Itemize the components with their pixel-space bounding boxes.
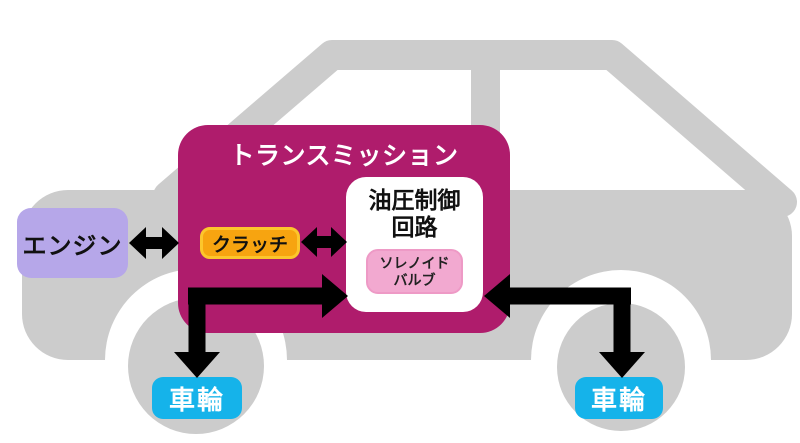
hydraulic-circuit-label-line1: 油圧制御 xyxy=(368,187,461,213)
engine-label: エンジン xyxy=(22,232,123,260)
hydraulic-circuit-box: 油圧制御 回路 ソレノイド バルブ xyxy=(346,177,483,312)
rear-wheel-label: 車輪 xyxy=(590,384,647,415)
solenoid-valve-label-line2: バルブ xyxy=(393,271,436,288)
clutch-box: クラッチ xyxy=(200,227,300,259)
front-wheel-box: 車輪 xyxy=(152,377,242,419)
hydraulic-circuit-label-line2: 回路 xyxy=(391,214,438,240)
clutch-label: クラッチ xyxy=(211,234,288,256)
solenoid-valve-box: ソレノイド バルブ xyxy=(366,249,463,294)
engine-box: エンジン xyxy=(17,208,128,278)
transmission-label: トランスミッション xyxy=(229,142,459,170)
solenoid-valve-label-line1: ソレノイド xyxy=(379,254,450,271)
front-wheel-label: 車輪 xyxy=(168,384,225,415)
rear-wheel-box: 車輪 xyxy=(575,377,663,419)
